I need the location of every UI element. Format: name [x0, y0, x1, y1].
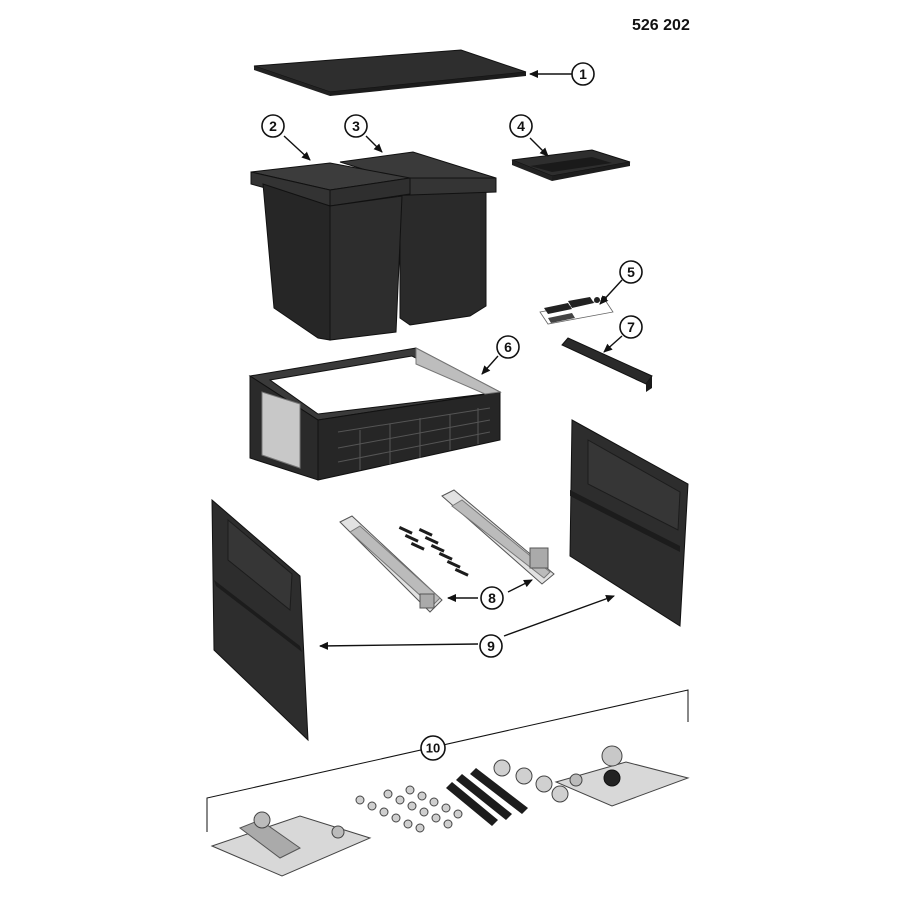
drawer-runner-right-part [441, 489, 555, 585]
mounting-plate-left-part [210, 811, 372, 877]
fitting-pins-part [493, 759, 569, 803]
fitting-set-bracket [206, 689, 689, 832]
tray-part [511, 149, 631, 181]
side-panel-left-part [211, 498, 309, 742]
spacer-strips-part [446, 768, 528, 826]
frame-part [248, 347, 502, 481]
callout-7-label: 7 [627, 319, 635, 335]
callout-5-label: 5 [627, 264, 635, 280]
callout-9-label: 9 [487, 638, 495, 654]
callout-4-label: 4 [517, 118, 525, 134]
callout-circles [261, 62, 643, 761]
drawer-runner-left-part [339, 515, 443, 613]
rail-bar-part [561, 337, 653, 392]
callout-2-label: 2 [269, 118, 277, 134]
screw-set-part [398, 526, 469, 577]
part-number: 526 202 [632, 17, 690, 34]
leader-lines [283, 70, 623, 650]
callout-8-label: 8 [488, 590, 496, 606]
callout-6-label: 6 [504, 339, 512, 355]
callout-1-label: 1 [579, 66, 587, 82]
callout-3-label: 3 [352, 118, 360, 134]
bin-left-part [250, 162, 411, 341]
mounting-plate-right-part [554, 745, 690, 807]
lid-part [253, 49, 527, 96]
mounting-bolts-part [355, 785, 463, 833]
side-panel-right-part [569, 419, 689, 627]
label-sheet-part [539, 296, 614, 325]
callout-10-label: 10 [426, 741, 440, 756]
